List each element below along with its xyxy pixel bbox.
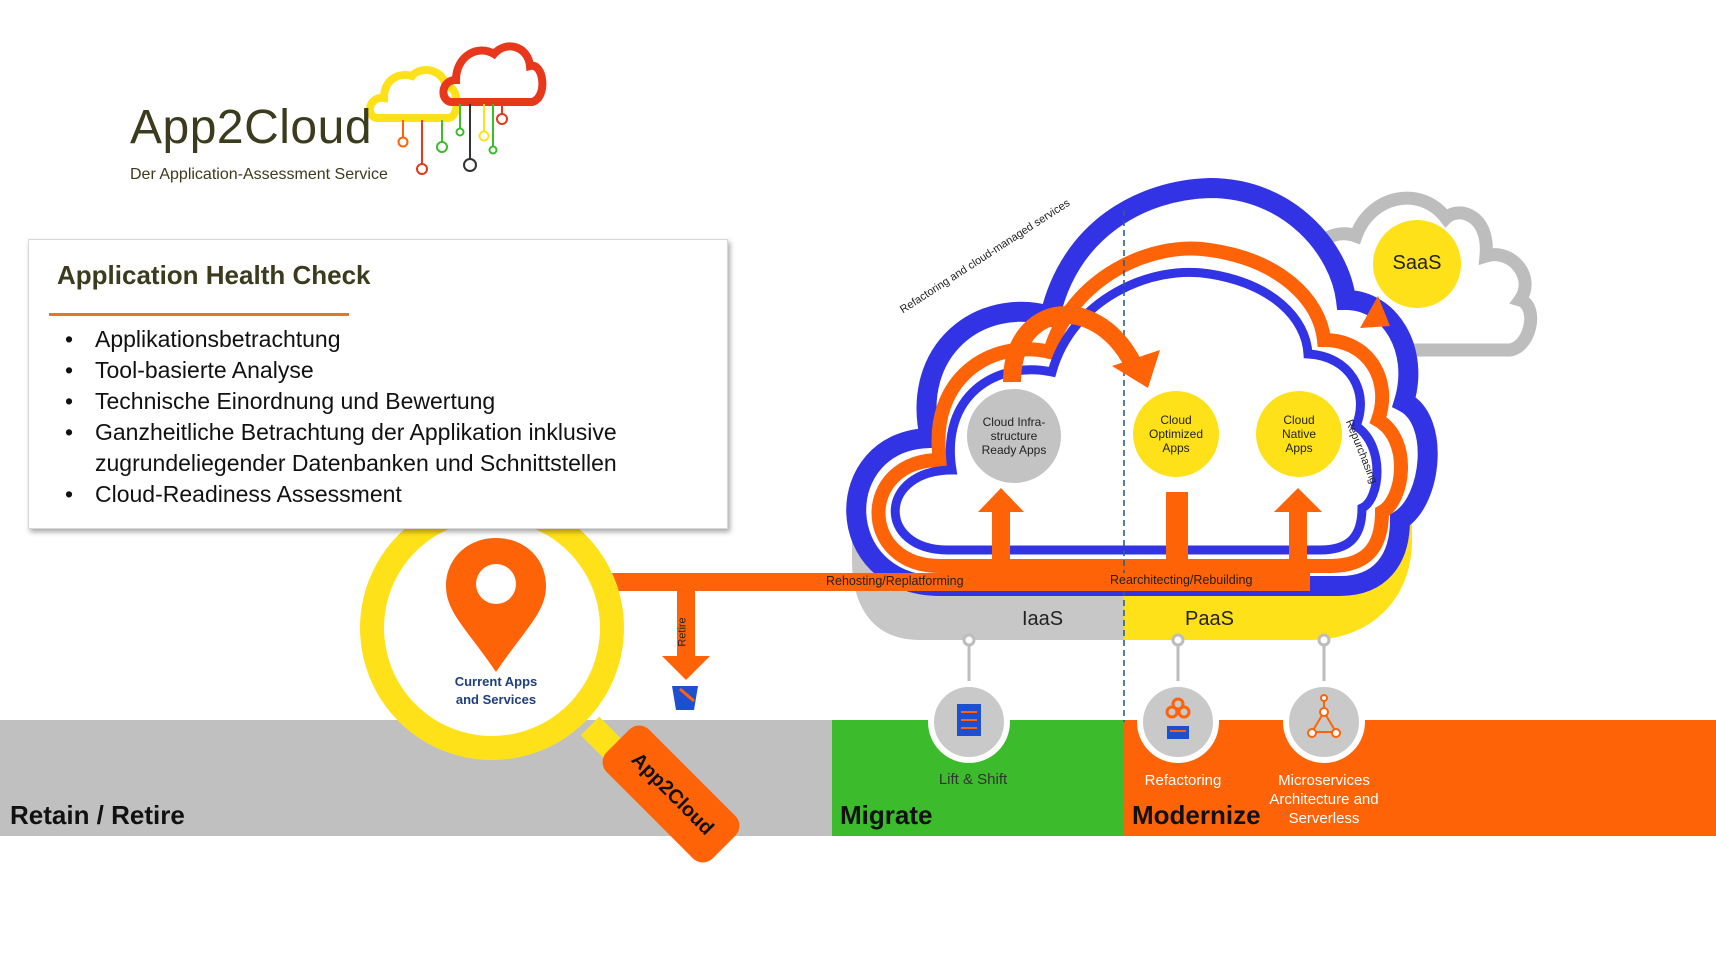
migrate-label: Migrate bbox=[840, 800, 933, 830]
retire-label: Retire bbox=[676, 617, 689, 647]
cloud-infra-label: Cloud Infra- structure Ready Apps bbox=[981, 415, 1047, 457]
location-pin-icon bbox=[446, 538, 546, 672]
list-item: Ganzheitliche Betrachtung der Applikatio… bbox=[59, 417, 709, 479]
rearchitecting-label: Rearchitecting/Rebuilding bbox=[1110, 573, 1253, 587]
trash-bucket-icon bbox=[672, 686, 698, 710]
logo-clouds-icon bbox=[365, 42, 547, 175]
list-item: Tool-basierte Analyse bbox=[59, 355, 709, 386]
server-icon bbox=[957, 704, 981, 736]
rehosting-label: Rehosting/Replatforming bbox=[826, 574, 964, 588]
logo-title: App2Cloud bbox=[130, 101, 373, 154]
health-check-card: Application Health Check Applikationsbet… bbox=[28, 239, 728, 529]
magnifier-handle bbox=[602, 725, 740, 863]
cloud-native-node bbox=[1256, 391, 1342, 477]
cloud-optimized-node bbox=[1133, 391, 1219, 477]
health-check-list: Applikationsbetrachtung Tool-basierte An… bbox=[59, 324, 709, 510]
iaas-label: IaaS bbox=[1022, 608, 1064, 630]
retain-retire-label: Retain / Retire bbox=[10, 800, 185, 830]
card-title: Application Health Check bbox=[57, 260, 371, 290]
card-divider bbox=[49, 313, 349, 316]
cloud-native-label: Cloud Native Apps bbox=[1281, 413, 1316, 455]
list-item: Applikationsbetrachtung bbox=[59, 324, 709, 355]
network-nodes-icon bbox=[1307, 694, 1341, 738]
cloud-optimized-label: Cloud Optimized Apps bbox=[1148, 413, 1204, 455]
refactoring-label: Refactoring bbox=[1144, 772, 1222, 789]
logo-subtitle: Der Application-Assessment Service bbox=[130, 166, 388, 183]
saas-node bbox=[1373, 220, 1461, 308]
cloud-infra-node bbox=[967, 389, 1061, 483]
cogs-icon bbox=[1165, 697, 1191, 739]
list-item: Cloud-Readiness Assessment bbox=[59, 479, 709, 510]
lift-shift-label: Lift & Shift bbox=[938, 771, 1008, 788]
modernize-label: Modernize bbox=[1132, 800, 1261, 830]
saas-label: SaaS bbox=[1392, 252, 1442, 274]
paas-label: PaaS bbox=[1185, 608, 1234, 630]
list-item: Technische Einordnung und Bewertung bbox=[59, 386, 709, 417]
modernize-band bbox=[1124, 720, 1716, 836]
microservices-label: Microservices Architecture and Serverles… bbox=[1269, 772, 1379, 827]
current-apps-label: Current Apps and Services bbox=[454, 674, 538, 707]
